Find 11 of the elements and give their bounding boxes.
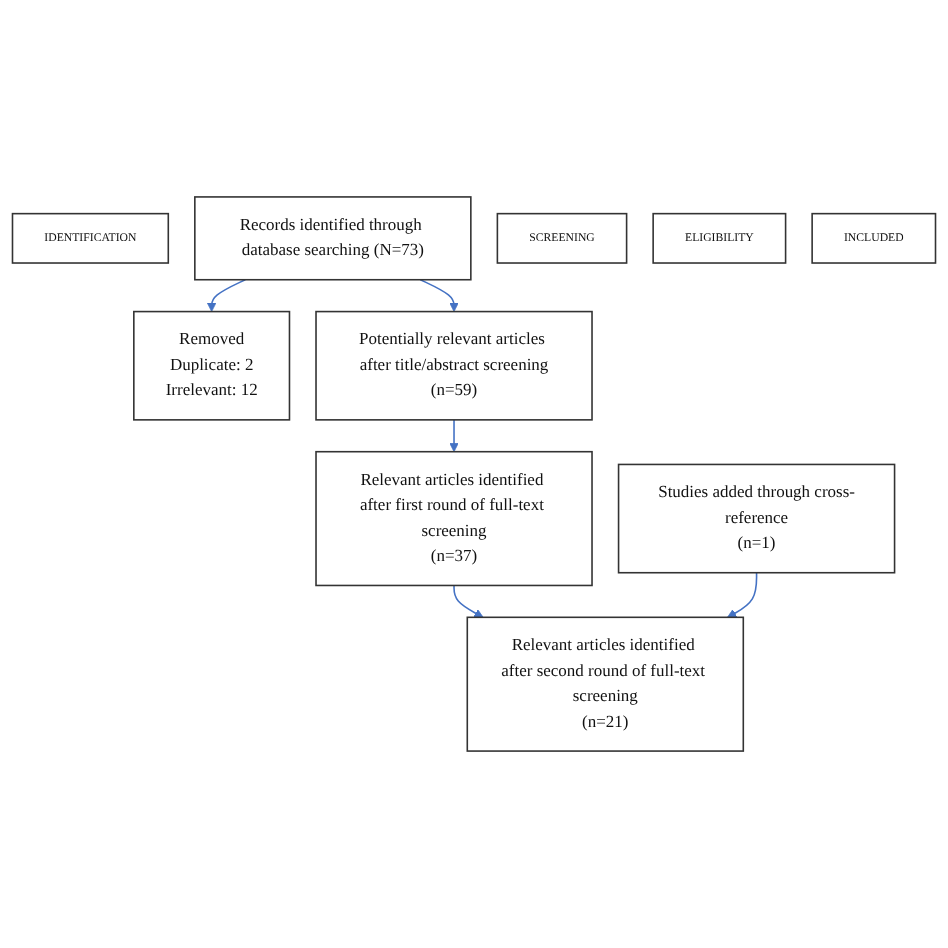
arrow [207, 278, 247, 312]
arrow [449, 419, 459, 453]
node-box: Records identified through database searching (N=73) [194, 196, 472, 281]
arrow [727, 571, 758, 618]
node-box: Relevant articles identified after first round of full-text screening (n=37) [315, 450, 593, 587]
node-box: Removed Duplicate: 2 Irrelevant: 12 [133, 310, 291, 421]
arrow [453, 584, 484, 618]
arrow [419, 278, 459, 312]
node-box: Relevant articles identified after second round of full-text screening (n=21) [466, 616, 745, 752]
node-box: Potentially relevant articles after title/abstract screening (n=59) [315, 310, 593, 421]
node-box: Studies added through cross-reference (n=1) [617, 463, 896, 574]
